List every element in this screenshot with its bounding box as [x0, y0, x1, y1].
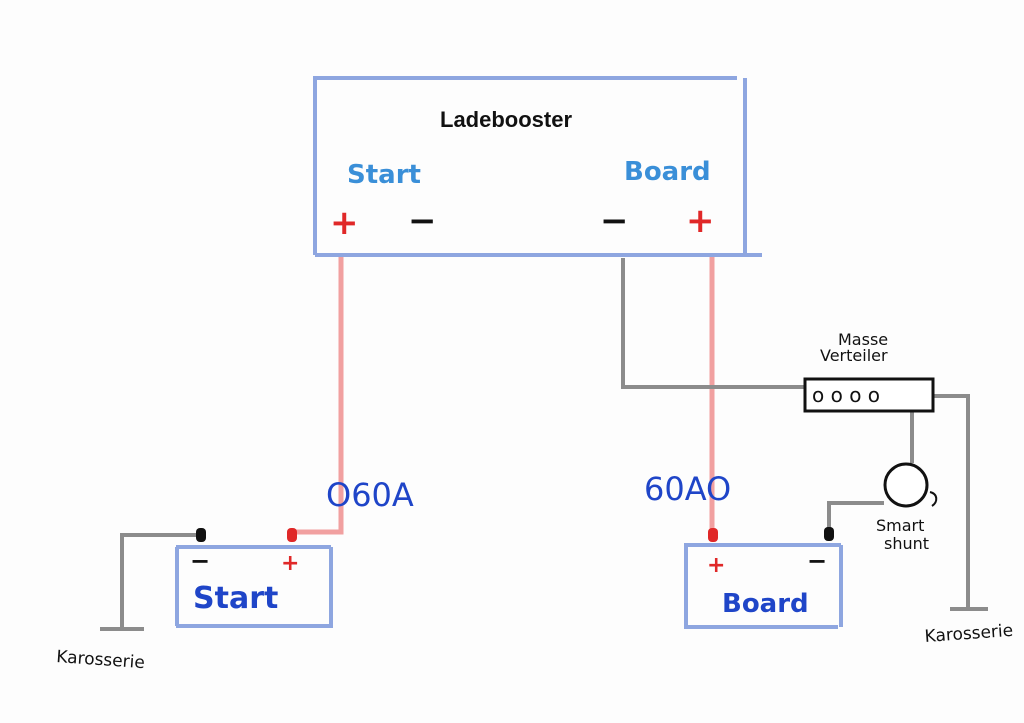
start-battery-minus-terminal	[196, 528, 206, 542]
board-battery-minus-terminal	[824, 527, 834, 541]
start-battery-plus-terminal	[287, 528, 297, 542]
wire-distributor-ground	[932, 394, 970, 608]
board-battery-minus-sign: −	[807, 547, 827, 575]
ladebooster-title: Ladebooster	[440, 107, 572, 132]
board-battery-plus-sign: +	[707, 553, 725, 578]
booster-board-label: Board	[624, 157, 711, 187]
shunt-label-line2: shunt	[884, 534, 929, 553]
wire-start-positive	[293, 255, 344, 535]
smart-shunt-icon	[883, 462, 929, 508]
distributor-bar	[803, 377, 935, 413]
board-battery-box	[684, 543, 843, 629]
booster-start-label: Start	[347, 160, 421, 190]
start-battery-plus-sign: +	[281, 551, 299, 576]
booster-start-minus: −	[408, 201, 437, 241]
board-battery-plus-terminal	[708, 528, 718, 542]
distributor-label-line2: Verteiler	[820, 346, 888, 365]
booster-board-plus: +	[686, 201, 715, 241]
start-fuse-label: O60A	[326, 476, 414, 514]
start-battery-minus-sign: −	[190, 547, 210, 575]
start-battery-label: Start	[193, 581, 278, 616]
wire-booster-negative	[621, 258, 806, 389]
shunt-connector-icon	[929, 491, 938, 507]
wire-start-ground	[120, 533, 201, 628]
ground-label-left: Karosserie	[56, 647, 146, 673]
distributor-label-line1: Masse	[838, 330, 888, 349]
ladebooster-box	[313, 76, 762, 257]
shunt-label-line1: Smart	[876, 516, 924, 535]
booster-board-minus: −	[600, 201, 629, 241]
booster-start-plus: +	[330, 203, 359, 243]
board-battery-label: Board	[722, 589, 809, 619]
distributor-holes: o o o o	[812, 383, 880, 407]
start-battery-box	[175, 545, 333, 628]
wire-shunt-battery	[827, 501, 884, 535]
board-fuse-label: 60AO	[644, 470, 731, 508]
ground-label-right: Karosserie	[924, 621, 1014, 647]
